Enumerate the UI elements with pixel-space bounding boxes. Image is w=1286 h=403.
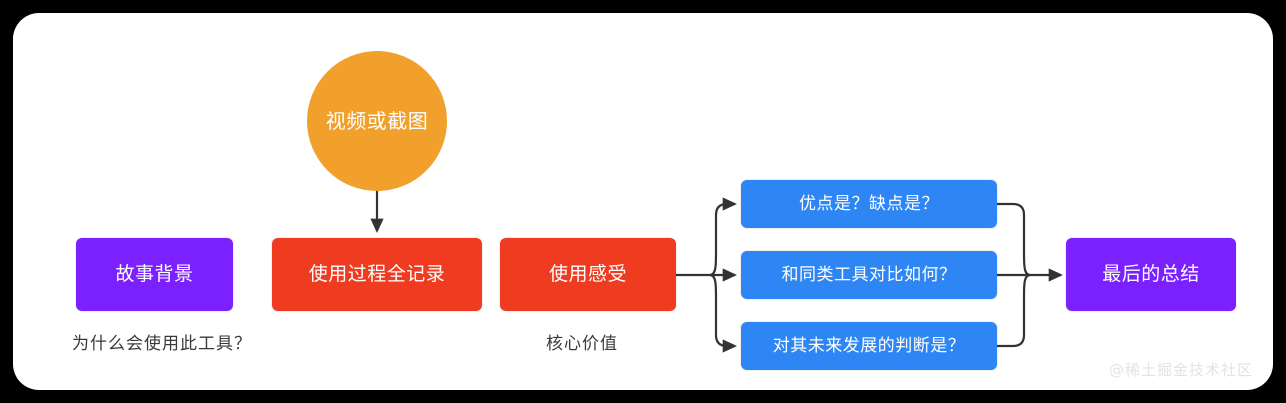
node-feeling-label: 使用感受 bbox=[548, 263, 627, 286]
node-summary-label: 最后的总结 bbox=[1102, 263, 1200, 286]
node-process[interactable]: 使用过程全记录 bbox=[272, 238, 482, 311]
node-background-label: 故事背景 bbox=[115, 263, 194, 286]
node-branch-2-label: 和同类工具对比如何？ bbox=[781, 264, 957, 285]
node-branch-1[interactable]: 优点是？缺点是？ bbox=[741, 180, 997, 228]
node-process-label: 使用过程全记录 bbox=[308, 263, 446, 286]
node-branch-1-label: 优点是？缺点是？ bbox=[799, 193, 939, 214]
connector-branch-1-to-summary bbox=[997, 202, 1031, 277]
watermark: @稀土掘金技术社区 bbox=[1108, 361, 1253, 379]
node-background[interactable]: 故事背景 bbox=[76, 238, 233, 311]
node-summary[interactable]: 最后的总结 bbox=[1066, 238, 1236, 311]
connector-branch-3-to-summary bbox=[997, 273, 1031, 348]
connector-feeling-to-branch-3 bbox=[709, 273, 737, 353]
caption-feeling: 核心价值 bbox=[546, 334, 618, 354]
node-branch-3-label: 对其未来发展的判断是？ bbox=[772, 335, 966, 356]
connector-feeling-to-branch-1 bbox=[709, 197, 737, 277]
node-source[interactable]: 视频或截图 bbox=[307, 51, 447, 191]
diagram-card: 视频或截图 故事背景 使用过程全记录 使用感受 优点是？缺点是？ 和同类工具对比… bbox=[13, 13, 1273, 390]
node-source-label: 视频或截图 bbox=[325, 109, 429, 133]
node-branch-2[interactable]: 和同类工具对比如何？ bbox=[741, 251, 997, 299]
node-feeling[interactable]: 使用感受 bbox=[500, 238, 676, 311]
caption-background: 为什么会使用此工具？ bbox=[72, 334, 252, 354]
node-branch-3[interactable]: 对其未来发展的判断是？ bbox=[741, 322, 997, 370]
